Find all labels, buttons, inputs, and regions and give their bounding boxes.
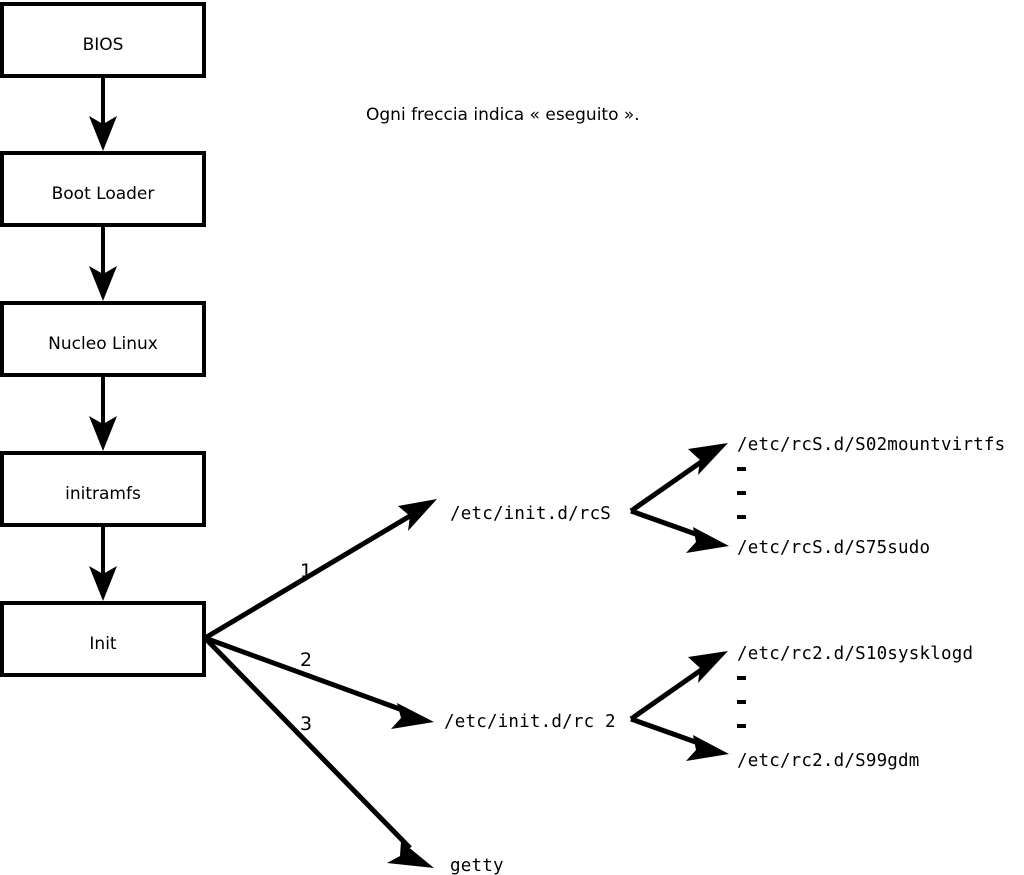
rc2-ellipsis-dash-3	[737, 724, 746, 728]
branch-number-2: 2	[300, 649, 312, 671]
node-boot-loader[interactable]: Boot Loader	[0, 151, 206, 227]
script-node-rcs-label: /etc/init.d/rcS	[450, 504, 611, 524]
rc2-ellipsis-dash-2	[737, 700, 746, 704]
boot-loader-box[interactable]	[0, 151, 206, 227]
node-init[interactable]: Init	[0, 601, 206, 677]
script-node-getty-label: getty	[450, 856, 504, 875]
script-node-rc2-label: /etc/init.d/rc 2	[444, 712, 616, 732]
arrow-rc2-to-first-child	[629, 651, 728, 722]
rcs-child-last-label: /etc/rcS.d/S75sudo	[737, 538, 930, 558]
initramfs-label: initramfs	[65, 484, 141, 504]
rcs-ellipsis	[737, 467, 746, 519]
arrow-rcs-to-last-child	[630, 508, 729, 553]
arrow-init-to-rc2	[204, 635, 434, 729]
arrow-kernel-to-initramfs	[89, 375, 117, 451]
rcs-ellipsis-dash-2	[737, 491, 746, 495]
rc2-child-last-label: /etc/rc2.d/S99gdm	[737, 751, 920, 771]
rc2-ellipsis	[737, 676, 746, 728]
boot-loader-label: Boot Loader	[52, 184, 155, 204]
branch-number-1: 1	[300, 560, 312, 582]
branch-number-3: 3	[300, 713, 312, 735]
rcs-child-first-label: /etc/rcS.d/S02mountvirtfs	[737, 435, 1005, 455]
arrow-bootloader-to-kernel	[89, 225, 117, 301]
bios-label: BIOS	[83, 35, 124, 55]
caption-text: Ogni freccia indica « eseguito ».	[366, 105, 640, 125]
rcs-ellipsis-dash-3	[737, 515, 746, 519]
arrow-init-to-getty	[203, 636, 434, 868]
node-initramfs[interactable]: initramfs	[0, 451, 206, 527]
rc2-child-first-label: /etc/rc2.d/S10sysklogd	[737, 644, 973, 664]
arrow-bios-to-bootloader	[89, 76, 117, 151]
node-bios[interactable]: BIOS	[0, 2, 206, 78]
arrow-rc2-to-last-child	[630, 716, 729, 761]
arrow-rcs-to-first-child	[629, 443, 728, 514]
rc2-ellipsis-dash-1	[737, 676, 746, 680]
nucleo-linux-label: Nucleo Linux	[48, 334, 158, 354]
arrow-init-to-rcs	[203, 499, 437, 641]
rcs-ellipsis-dash-1	[737, 467, 746, 471]
nucleo-linux-box[interactable]	[0, 301, 206, 377]
node-nucleo-linux[interactable]: Nucleo Linux	[0, 301, 206, 377]
arrow-initramfs-to-init	[89, 525, 117, 601]
bios-box[interactable]	[0, 2, 206, 78]
init-label: Init	[89, 634, 117, 654]
